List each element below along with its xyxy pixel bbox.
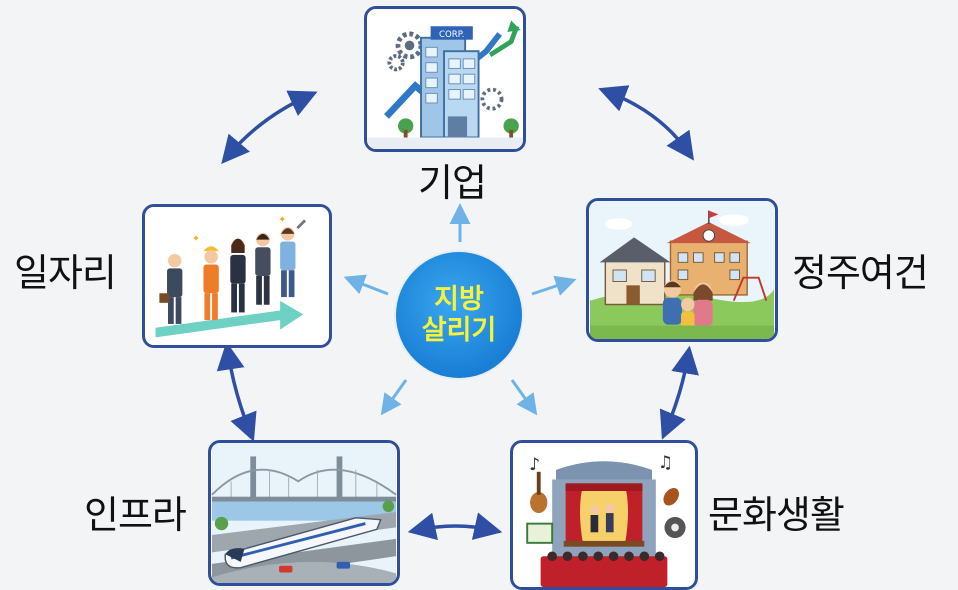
culture-card: ♪ ♫ (510, 440, 698, 590)
center-title-line2: 살리기 (421, 315, 497, 346)
infra-label: 인프라 (84, 493, 187, 537)
center-circle: 지방 살리기 (396, 252, 522, 378)
jobs-card: ✦ ✦ (142, 204, 332, 348)
company-label: 기업 (418, 161, 487, 205)
center-title-line1: 지방 (434, 283, 484, 315)
cycle-arrow-culture-infra (407, 512, 503, 541)
svg-text:♪: ♪ (529, 455, 540, 475)
train-bridge-icon (211, 443, 397, 583)
svg-text:✦: ✦ (278, 214, 286, 225)
spoke-arrow-housing (531, 275, 577, 296)
workers-icon: ✦ ✦ (145, 207, 329, 345)
cycle-arrow-housing-culture (659, 345, 699, 440)
office-building-icon: CORP. (367, 9, 523, 149)
svg-text:♫: ♫ (658, 453, 673, 473)
corp-sign: CORP. (439, 30, 464, 40)
theater-stage-icon: ♪ ♫ (513, 443, 695, 587)
house-family-icon (590, 201, 774, 339)
infra-card (208, 440, 400, 586)
housing-card (586, 198, 778, 342)
spoke-arrow-infra (380, 379, 408, 416)
housing-label: 정주여건 (792, 251, 929, 295)
culture-label: 문화생활 (708, 493, 845, 537)
cycle-arrow-jobs-company (221, 90, 318, 165)
cycle-arrow-infra-jobs (216, 341, 257, 442)
jobs-label: 일자리 (14, 251, 117, 295)
cycle-arrow-company-housing (598, 85, 695, 161)
spoke-arrow-culture (510, 379, 538, 416)
spoke-arrow-jobs (343, 274, 389, 296)
company-card: CORP. (364, 6, 526, 152)
svg-text:✦: ✦ (192, 234, 200, 245)
